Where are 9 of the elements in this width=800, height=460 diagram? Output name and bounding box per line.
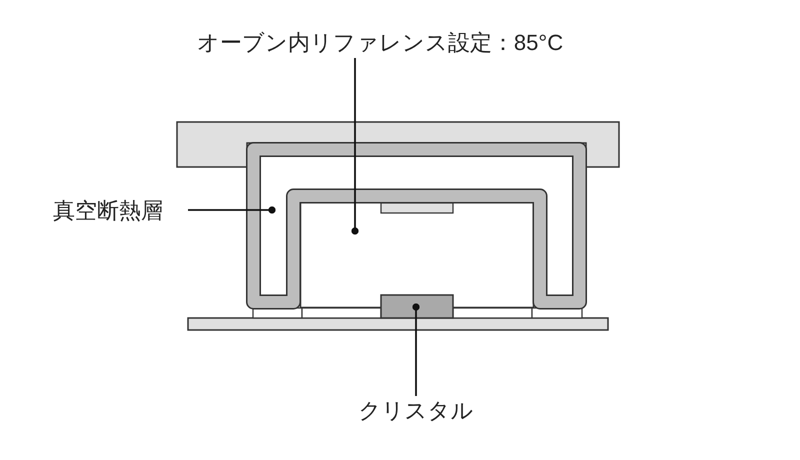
- leader-line: [351, 58, 359, 235]
- callout-label: オーブン内リファレンス設定：85°C: [196, 30, 564, 56]
- callout-label: 真空断熱層: [53, 198, 163, 224]
- leader-line: [412, 303, 420, 396]
- oven-chamber: [300, 202, 534, 308]
- leader-line: [188, 206, 276, 214]
- crystal-block: [380, 294, 454, 319]
- callout-label: クリスタル: [358, 398, 474, 424]
- vacuum-insulation-layer: [246, 142, 587, 310]
